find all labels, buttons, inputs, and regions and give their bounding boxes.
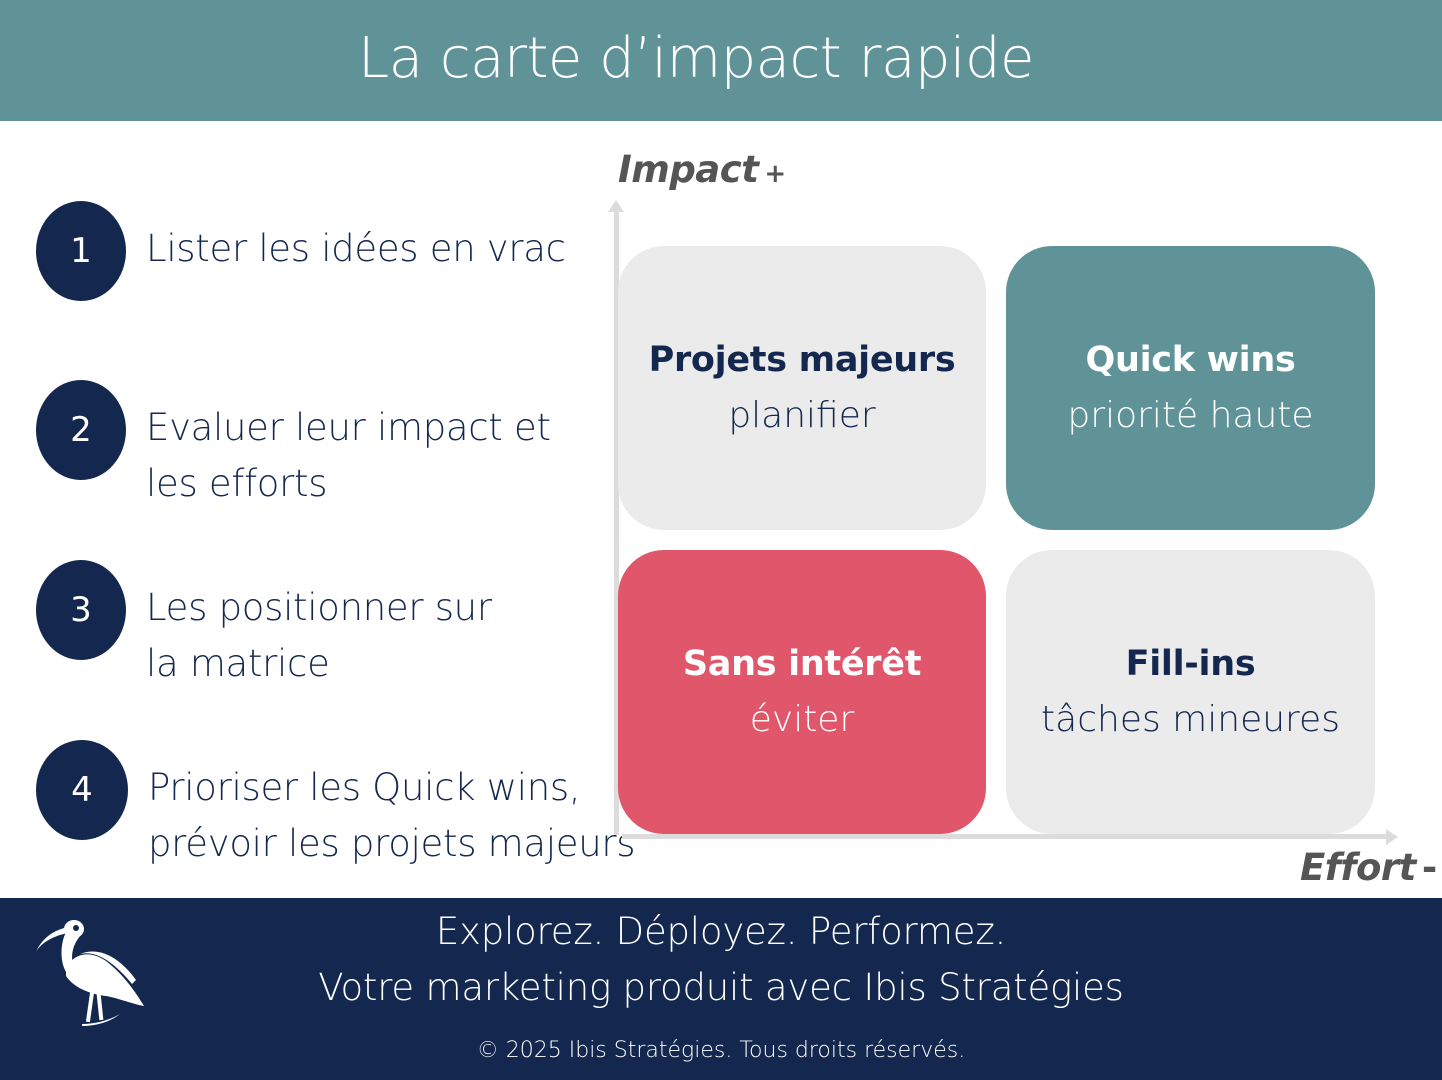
x-axis-label: Effort- <box>1300 846 1437 889</box>
step-number-badge: 3 <box>36 560 126 660</box>
footer: Explorez. Déployez. Performez. Votre mar… <box>0 898 1442 1080</box>
page-title: La carte d’impact rapide <box>358 26 1034 91</box>
quadrant-projets-majeurs: Projets majeurs planifier <box>618 246 986 530</box>
step-text: Les positionner sur la matrice <box>146 586 492 685</box>
step-number-badge: 2 <box>36 380 126 480</box>
y-axis-line <box>614 210 619 835</box>
step-text: Evaluer leur impact et les efforts <box>146 406 551 505</box>
footer-subline: Votre marketing produit avec Ibis Straté… <box>318 966 1124 1009</box>
step-3: 3 Les positionner sur la matrice <box>36 560 492 692</box>
x-axis-arrow-icon <box>1386 829 1398 845</box>
header-banner: La carte d’impact rapide <box>0 0 1442 121</box>
step-number-badge: 1 <box>36 201 126 301</box>
y-axis-label: Impact+ <box>618 148 786 191</box>
quadrant-fill-ins: Fill-ins tâches mineures <box>1006 550 1375 834</box>
copyright-text: © 2025 Ibis Stratégies. Tous droits rése… <box>476 1038 966 1063</box>
step-4: 4 Prioriser les Quick wins, prévoir les … <box>36 740 636 872</box>
step-text: Prioriser les Quick wins, prévoir les pr… <box>148 766 636 865</box>
step-2: 2 Evaluer leur impact et les efforts <box>36 380 551 512</box>
quadrant-sans-interet: Sans intérêt éviter <box>618 550 986 834</box>
step-text: Lister les idées en vrac <box>146 227 566 270</box>
x-axis-line <box>622 834 1388 839</box>
y-axis-arrow-icon <box>608 200 624 212</box>
footer-tagline: Explorez. Déployez. Performez. <box>435 910 1007 953</box>
quadrant-quick-wins: Quick wins priorité haute <box>1006 246 1375 530</box>
ibis-bird-icon <box>36 920 144 1026</box>
step-number-badge: 4 <box>36 740 128 840</box>
step-1: 1 Lister les idées en vrac <box>36 201 566 301</box>
